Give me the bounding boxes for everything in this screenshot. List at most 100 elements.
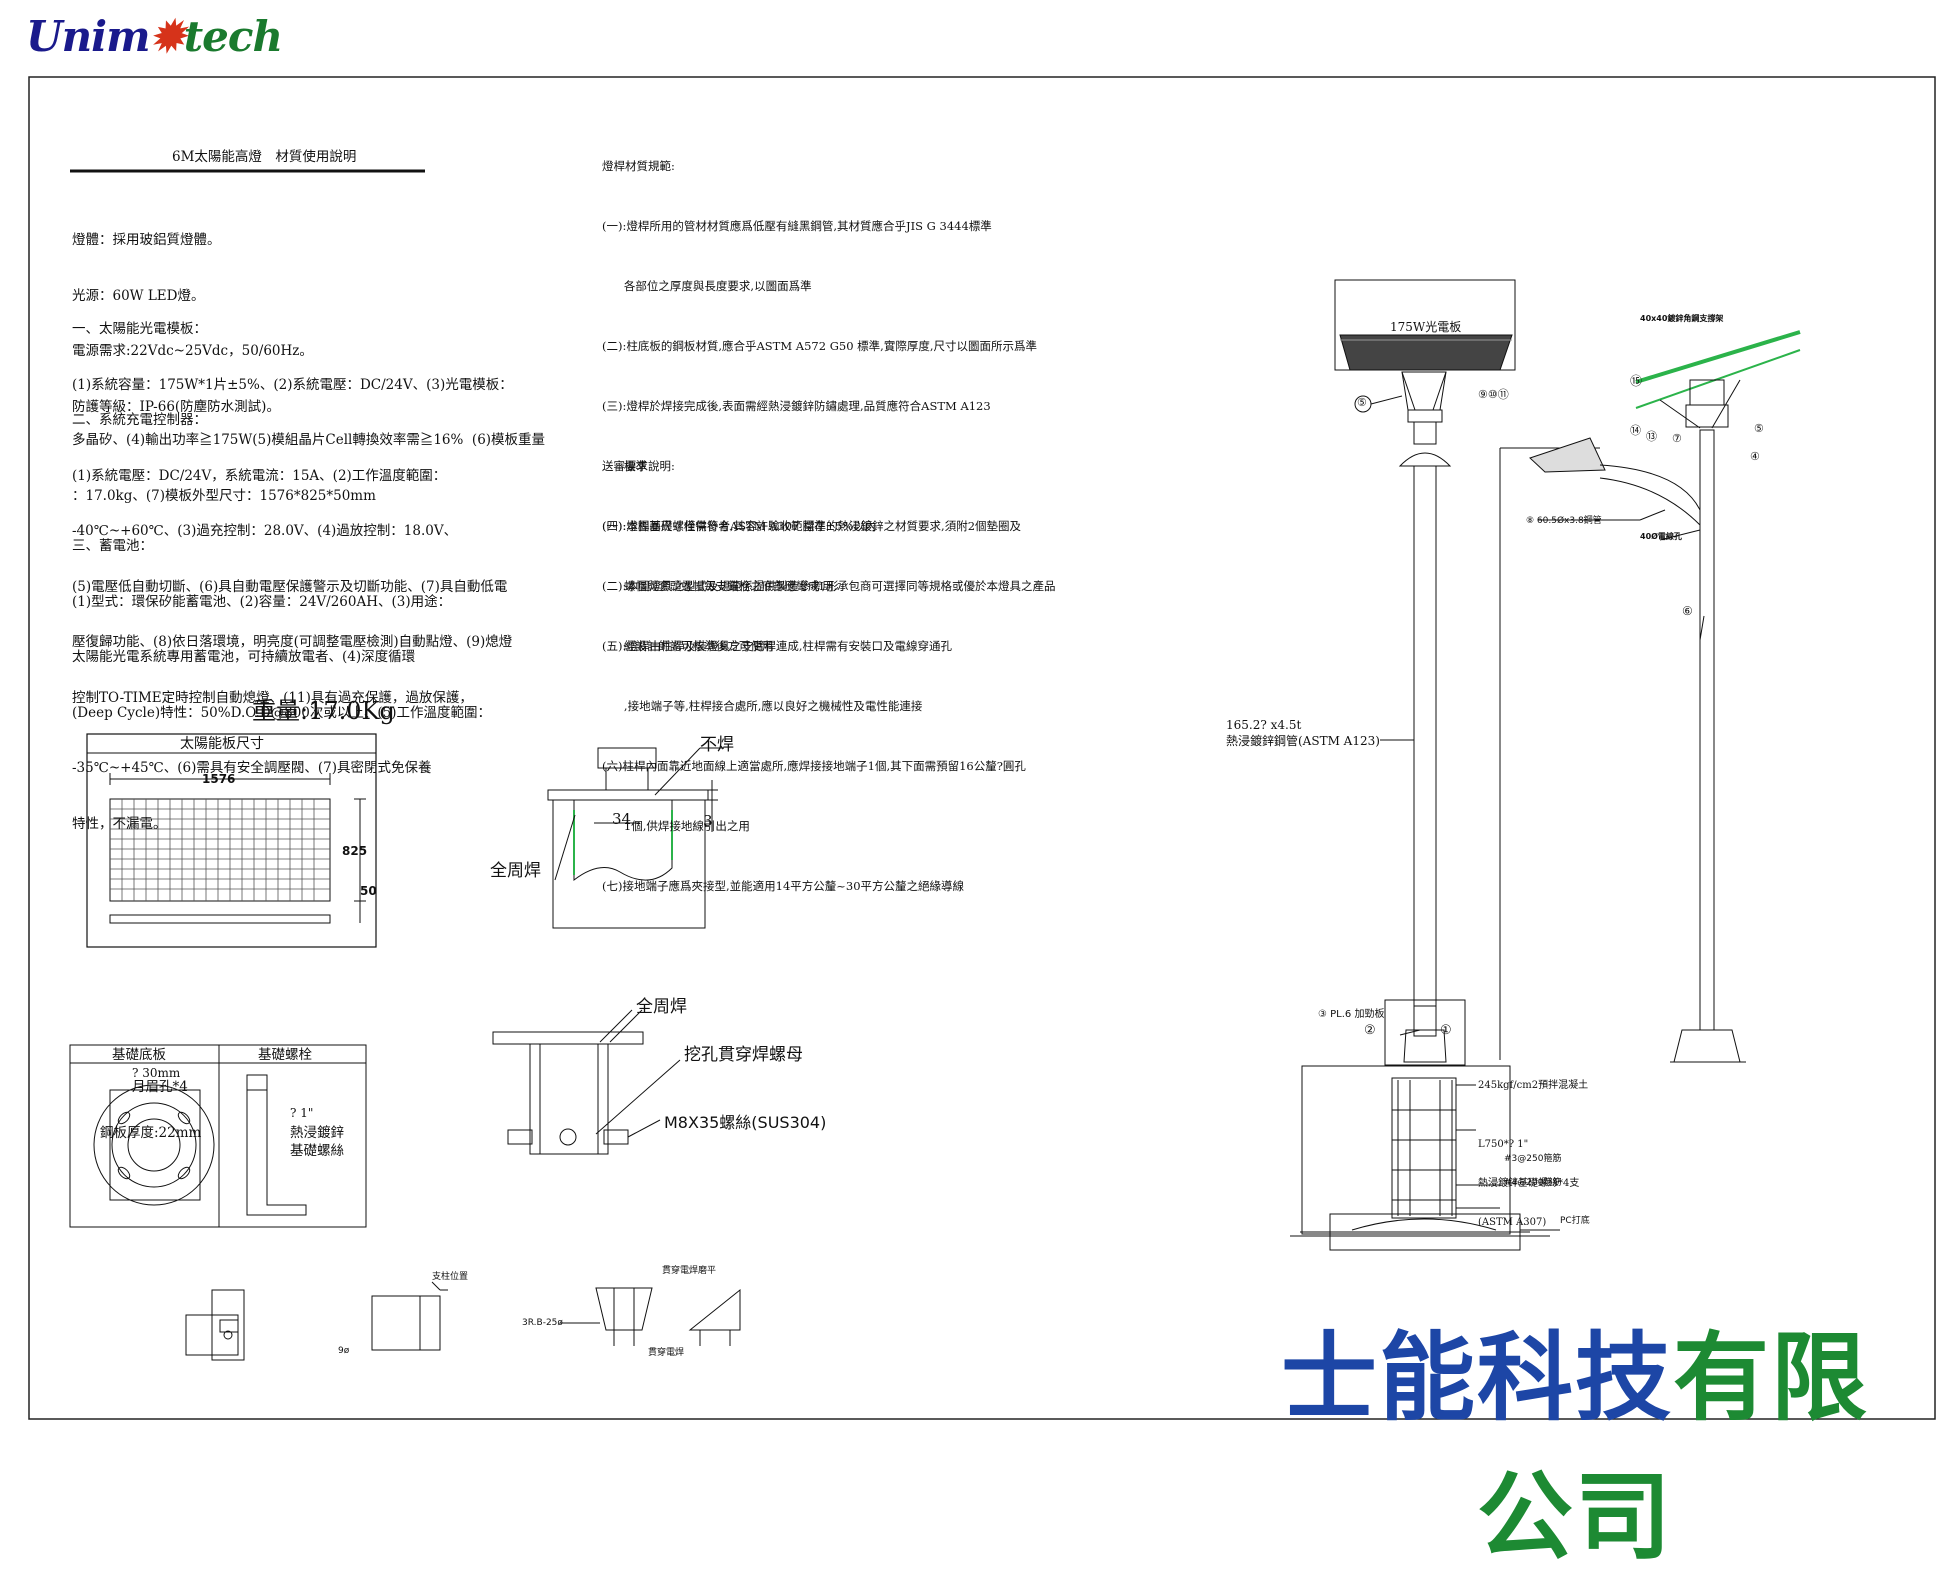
logo-text-b: tech xyxy=(183,12,283,61)
part-tag-15: ⑮ xyxy=(1630,374,1643,388)
pole-spec-line: (四):燈桿基礎螺栓需符合ASTM A307 標準的熱浸鍍鋅之材質要求,須附2個… xyxy=(602,519,1022,533)
company-name: 士能科技有限公司 xyxy=(1245,1300,1905,1578)
pole-spec-line: 各部位之厚度與長度要求,以圖面爲準 xyxy=(602,279,812,293)
weld-grind-label: 貫穿電焊磨平 xyxy=(662,1266,717,1276)
pc-base-label: PC打底 xyxy=(1560,1216,1590,1226)
submit-requirement-block: 送審要求說明: (一):本圖面尺寸僅供參考,其容許驗收範圍在±5%以內 (二):… xyxy=(602,416,1056,676)
tube-material-label: 熱浸鍍鋅鋼管(ASTM A123) xyxy=(1226,734,1380,748)
pole-spec-line: 1個,供焊接地線引出之用 xyxy=(602,819,750,833)
submit-line: (一):本圖面尺寸僅供參考,其容許驗收範圍在±5%以內 xyxy=(602,519,877,533)
part-tag-14: ⑭ xyxy=(1630,424,1641,437)
slot-hole-label: 月眉孔*4 xyxy=(132,1079,188,1095)
controller-line: 壓復歸功能、(8)依日落環境，明亮度(可調整電壓檢測)自動點燈、(9)熄燈 xyxy=(72,634,513,650)
company-name-a: 士能科技 xyxy=(1281,1322,1673,1434)
bracket-full-weld-label: 全周焊 xyxy=(636,997,687,1017)
pole-elevation-drawing xyxy=(1290,279,1560,1251)
controller-spec-block: 二、系統充電控制器： (1)系統電壓：DC/24V，系統電流：15A、(2)工作… xyxy=(72,374,512,726)
base-plate-header: 基礎底板 xyxy=(112,1047,166,1063)
pole-spec-line: 螺帽與套頭螺帽每支錨栓之底部應彎成L形 xyxy=(602,579,839,593)
bolt-galvanized-label: 熱浸鍍鋅 xyxy=(290,1125,344,1141)
hole-nine-label: 9ø xyxy=(338,1346,350,1356)
part-tag-4: ④ xyxy=(1750,450,1760,463)
pole-spec-line: ,接地端子等,柱桿接合處所,應以良好之機械性及電性能連接 xyxy=(602,699,923,713)
wire-hole-label: 40Ø電線孔 xyxy=(1640,532,1682,541)
pole-spec-block: 燈桿材質規範: (一):燈桿所用的管材材質應爲低壓有縫黑鋼管,其材質應合乎JIS… xyxy=(602,116,1037,916)
weld-dim-34: 34 xyxy=(612,810,632,828)
panel-line: 一、太陽能光電模板： xyxy=(72,321,207,337)
part-tag-5: ⑤ xyxy=(1357,396,1367,409)
rebar-4-label: #4@200箍筋 xyxy=(1504,1178,1562,1188)
panel-box-title: 太陽能板尺寸 xyxy=(180,736,264,752)
part-tag-5-side: ⑤ xyxy=(1754,422,1764,435)
tube-size-label: 165.2? x4.5t xyxy=(1226,718,1302,732)
lamp-line: 燈體：採用玻鋁質燈體。 xyxy=(72,232,221,248)
lamp-line: 防護等級：IP-66(防塵防水測試)。 xyxy=(72,398,280,415)
full-weld-label: 全周焊 xyxy=(490,861,541,881)
battery-spec-block: 三、蓄電池： (1)型式：環保矽能蓄電池、(2)容量：24V/260AH、(3)… xyxy=(72,500,491,852)
lamp-spec-block: 燈體：採用玻鋁質燈體。 光源：60W LED燈。 電源需求:22Vdc~25Vd… xyxy=(72,194,313,435)
bracket-nut-label: 挖孔貫穿焊螺母 xyxy=(684,1045,803,1065)
battery-line: 特性，不漏電。 xyxy=(72,815,167,832)
pole-spec-line: (六)柱桿內面靠近地面線上適當處所,應焊接接地端子1個,其下面需預留16公釐?圓… xyxy=(602,759,1026,773)
arm-pipe-label: ⑧ 60.5Øx3.8鋼管 xyxy=(1526,516,1602,526)
part-tag-2: ② xyxy=(1364,1023,1376,1038)
panel-thickness-dim: 50 xyxy=(360,884,377,898)
no-weld-label: 不焊 xyxy=(700,735,734,755)
sheet-border xyxy=(28,76,1936,1420)
panel-line: (1)系統容量：175W*1片±5%、(2)系統電壓：DC/24V、(3)光電模… xyxy=(72,376,513,393)
submit-line: 送審要求說明: xyxy=(602,459,675,473)
part-tag-9-10-11: ⑨⑩⑪ xyxy=(1478,388,1509,401)
part-tag-1: ① xyxy=(1440,1023,1452,1038)
pillar-position-label: 支柱位置 xyxy=(432,1272,469,1282)
rebar-label: 3R.B-25ø xyxy=(522,1318,563,1328)
anchor-bolt-line: 熱浸鍍鋅基礎螺絲*4支 xyxy=(1478,1178,1580,1189)
bolt-diameter-label: ? 1" xyxy=(290,1106,314,1120)
plate-thickness-label: 鋼板厚度:22mm xyxy=(100,1125,202,1141)
hole-diameter-label: ? 30mm xyxy=(132,1066,181,1080)
pole-spec-line: (一):燈桿所用的管材材質應爲低壓有縫黑鋼管,其材質應合乎JIS G 3444標… xyxy=(602,219,992,233)
side-view-drawing xyxy=(1499,330,1801,1063)
pole-spec-line: (七)接地端子應爲夾接型,並能適用14平方公釐~30平方公釐之絕緣導線 xyxy=(602,879,965,893)
weight-label: 重量:17.0Kg xyxy=(252,697,395,725)
solar-panel-size-drawing xyxy=(86,733,377,948)
battery-line: -35℃~+45℃、(6)需具有安全調壓閥、(7)具密閉式免保養 xyxy=(72,760,432,776)
battery-line: 太陽能光電系統專用蓄電池，可持續放電者、(4)深度循環 xyxy=(72,649,416,665)
panel-height-dim: 825 xyxy=(342,844,368,858)
pole-spec-line: (五):燈桿由柱桿及裝燈具之支臂桿連成,柱桿需有安裝口及電線穿通孔 xyxy=(602,639,952,653)
small-details-drawing xyxy=(185,1281,741,1361)
logo-text-a: Unim xyxy=(26,12,151,61)
anchor-bolt-block: L750*? 1" 熱浸鍍鋅基礎螺絲*4支 (ASTM A307) xyxy=(1478,1112,1579,1242)
controller-line: 二、系統充電控制器： xyxy=(72,412,207,428)
controller-line: 控制TO-TIME定時控制自動熄燈、(11)具有過充保護，過放保護， xyxy=(72,689,473,706)
solar-panel-grid xyxy=(110,799,330,901)
rebar-3-label: #3@250箍筋 xyxy=(1504,1154,1562,1164)
anchor-bolt-line: (ASTM A307) xyxy=(1478,1217,1547,1228)
battery-line: (1)型式：環保矽能蓄電池、(2)容量：24V/260AH、(3)用途： xyxy=(72,593,452,610)
concrete-label: 245kgf/cm2預拌混凝土 xyxy=(1478,1080,1589,1091)
pole-spec-line: (二):柱底板的鋼板材質,應合乎ASTM A572 G50 標準,實際厚度,尺寸… xyxy=(602,339,1037,353)
lamp-line: 電源需求:22Vdc~25Vdc，50/60Hz。 xyxy=(72,343,313,359)
anchor-bolt-line: L750*? 1" xyxy=(1478,1139,1529,1150)
materials-title: 6M太陽能高燈 材質使用說明 xyxy=(172,149,357,165)
controller-line: -40℃~+60℃、(3)過充控制：28.0V、(4)過放控制：18.0V、 xyxy=(72,523,458,539)
panel-line: ：17.0kg、(7)模板外型尺寸：1576*825*50mm xyxy=(72,487,376,504)
solar-panel-label: 175W光電板 xyxy=(1390,320,1462,334)
controller-line: (5)電壓低自動切斷、(6)具自動電壓保護警示及切斷功能、(7)具自動低電 xyxy=(72,578,508,595)
part-tag-6: ⑥ xyxy=(1682,604,1693,618)
panel-line: 多晶矽、(4)輸出功率≧175W(5)模組晶片Cell轉換效率需≧16% (6)… xyxy=(72,432,546,448)
controller-line: (1)系統電壓：DC/24V，系統電流：15A、(2)工作溫度範圍： xyxy=(72,467,447,484)
panel-spec-block: 一、太陽能光電模板： (1)系統容量：175W*1片±5%、(2)系統電壓：DC… xyxy=(72,283,545,524)
weld-detail-drawing xyxy=(547,747,724,929)
part-tag-7: ⑦ xyxy=(1672,432,1682,445)
base-bolt-header: 基礎螺栓 xyxy=(258,1047,312,1063)
panel-width-dim: 1576 xyxy=(202,772,236,786)
bracket-bolt-label: M8X35螺絲(SUS304) xyxy=(664,1113,827,1132)
part-tag-13: ⑬ xyxy=(1646,430,1657,443)
base-table xyxy=(69,1044,367,1228)
bracket-detail-drawing xyxy=(492,1009,681,1155)
battery-line: (Deep Cycle)特性：50%D.O.D@800次或以上、(5)工作溫度範… xyxy=(72,704,492,721)
through-weld-label: 貫穿電焊 xyxy=(648,1348,685,1358)
weld-dim-3: 3 xyxy=(703,812,713,830)
pole-spec-line: (三):燈桿於焊接完成後,表面需經熱浸鍍鋅防鏽處理,品質應符合ASTM A123 xyxy=(602,399,991,413)
logo-sun-icon: ✹ xyxy=(149,12,185,61)
